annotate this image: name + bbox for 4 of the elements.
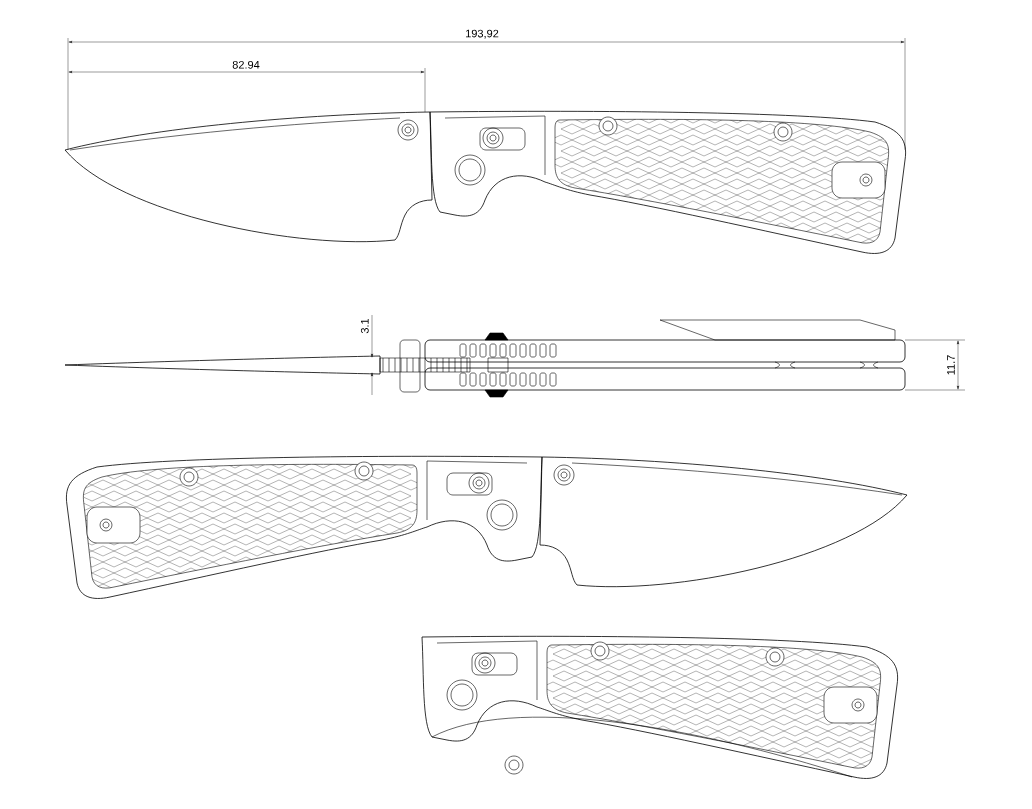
dimension-label: 82.94 <box>232 60 260 69</box>
dimension-label: 11.7 <box>947 355 955 375</box>
dimension-label: 193,92 <box>466 29 499 39</box>
dimension-label: 3.1 <box>360 318 369 334</box>
